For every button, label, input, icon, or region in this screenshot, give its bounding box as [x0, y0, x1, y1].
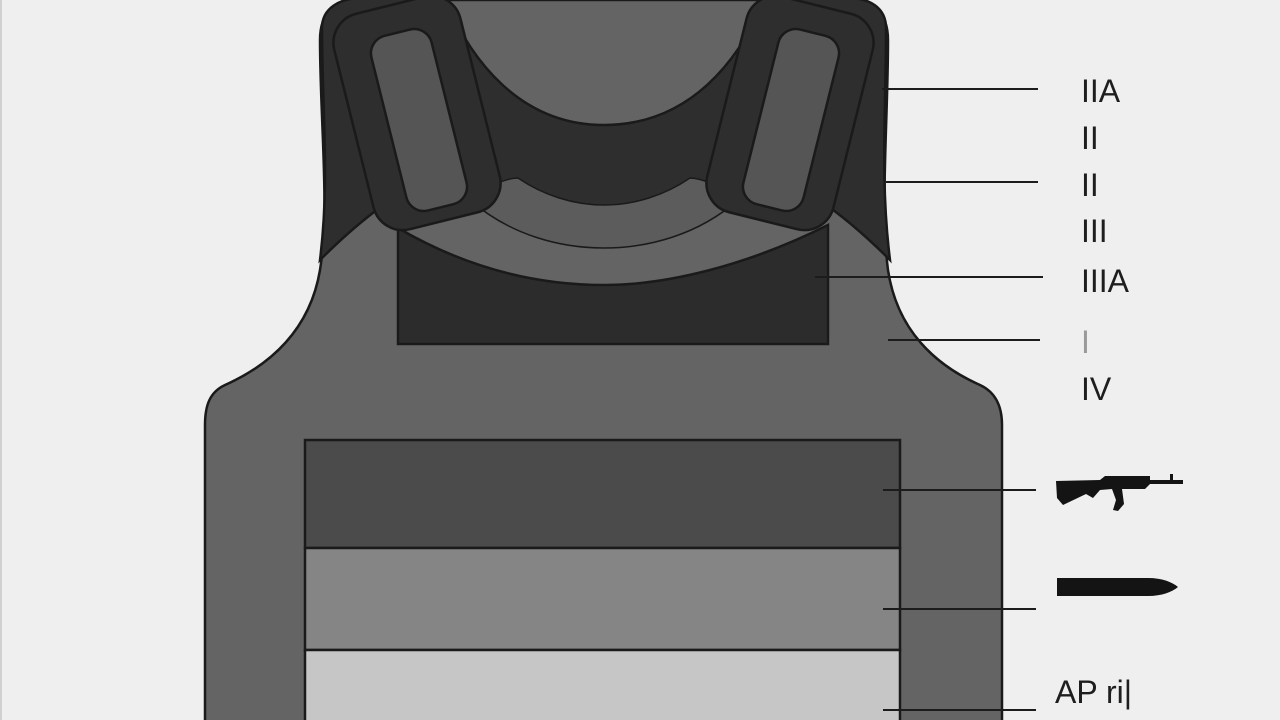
chest-plate: [396, 222, 830, 346]
protection-band-middle: [303, 546, 902, 652]
protection-band-top: [303, 438, 902, 550]
bullet-icon: [1057, 578, 1178, 596]
level-label-iia: IIA: [1081, 73, 1121, 109]
level-label-ap-rifle: AP ri|: [1055, 674, 1132, 710]
right-shoulder-strap: [705, 0, 875, 232]
level-label-ii: II: [1081, 120, 1099, 156]
level-label-i: I: [1081, 324, 1090, 360]
level-label-ii: II: [1081, 167, 1099, 203]
protection-band-bottom: [303, 648, 902, 720]
level-label-iii: III: [1081, 213, 1108, 249]
collar-ring: [468, 177, 740, 249]
left-shoulder-strap: [332, 0, 502, 232]
rifle-icon: [1056, 474, 1183, 511]
level-label-iiia: IIIA: [1081, 263, 1130, 299]
level-label-iv: IV: [1081, 371, 1112, 407]
